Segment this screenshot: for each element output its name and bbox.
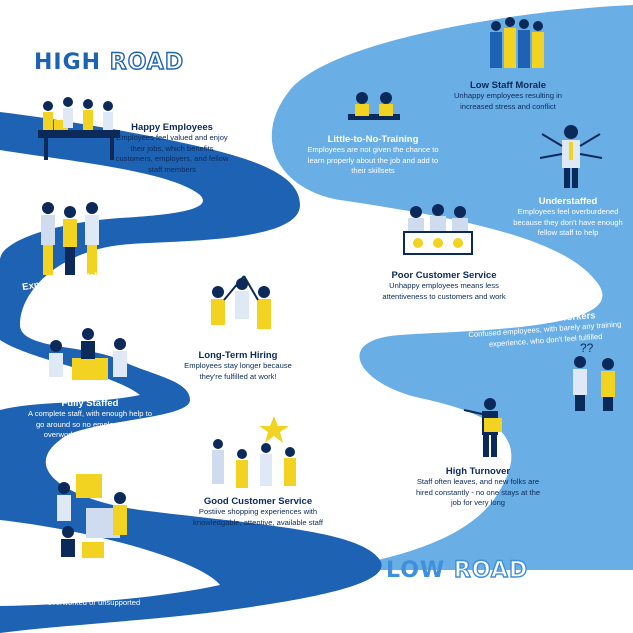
low-road-path [271,5,633,570]
high-road-curve-1 [0,150,203,260]
education-training-title: Strong Education and Training [24,566,164,577]
high-road-curve-4 [150,420,352,519]
fully-staffed-title: Fully Staffed [61,398,119,409]
fully-staffed-illustration [49,328,127,380]
low-morale-title: Low Staff Morale [469,80,546,91]
high-turnover-illustration [463,398,502,457]
little-training-body: Employees are not given the chance to le… [307,145,439,175]
svg-text:??: ?? [580,341,594,355]
long-term-hiring-body: Employees stay longer because they're fu… [184,361,292,381]
low-morale-block: Low Staff Morale Unhappy employees resul… [450,80,566,112]
high-road-curve-2 [100,259,332,380]
education-training-body: A complete staff, with enough help to go… [32,577,156,607]
low-road-title: LOW ROAD [386,557,529,583]
long-term-hiring-title: Long-Term Hiring [198,350,278,361]
good-service-block: Good Customer Service Postiive shopping … [192,496,324,528]
happy-employees-illustration [38,97,120,160]
happy-employees-body: Employees feel valued and enjoy their jo… [115,133,229,174]
high-road-curve-5 [0,520,220,606]
high-road-title-2: ROAD [109,49,185,75]
poor-service-body: Unhappy employees means less attentivene… [382,281,506,301]
happy-employees-block: Happy Employees Employees feel valued an… [114,122,230,175]
poor-service-title: Poor Customer Service [391,270,497,281]
education-training-illustration [57,474,127,558]
poor-service-illustration [403,204,473,255]
low-morale-body: Unhappy employees resulting in increased… [453,91,563,111]
long-term-hiring-illustration [211,275,271,329]
fully-staffed-block: Fully Staffed A complete staff, with eno… [28,398,152,441]
long-term-hiring-block: Long-Term Hiring Employees stay longer b… [178,350,298,382]
high-road-title: HIGH ROAD [34,49,185,75]
understaffed-title: Understaffed [538,196,598,207]
good-service-illustration [212,416,296,488]
veteran-workers-illustration [41,202,99,275]
high-road-curve-3 [0,340,140,410]
little-training-title: Little-to-No-Training [327,134,419,145]
little-training-illustration [348,92,400,120]
understaffed-illustration [539,125,603,188]
happy-employees-title: Happy Employees [131,122,213,133]
poor-service-block: Poor Customer Service Unhappy employees … [380,270,508,302]
high-turnover-title: High Turnover [445,466,511,477]
good-service-body: Postiive shopping experiences with knowl… [193,507,323,527]
low-morale-illustration [490,17,544,68]
low-road-title-2: ROAD [453,557,529,583]
high-turnover-block: High Turnover Staff often leaves, and ne… [414,466,542,509]
education-training-block: Strong Education and Training A complete… [14,566,174,609]
understaffed-body: Employees feel overburdened because they… [513,207,623,237]
good-service-title: Good Customer Service [203,496,313,507]
high-road-title-1: HIGH [34,50,102,75]
high-turnover-body: Staff often leaves, and new folks are hi… [415,477,541,507]
understaffed-block: Understaffed Employees feel overburdened… [508,196,628,239]
low-road-title-1: LOW [386,558,446,583]
little-training-block: Little-to-No-Training Employees are not … [304,134,442,177]
inexperienced-illustration: ?? [573,341,615,411]
fully-staffed-body: A complete staff, with enough help to go… [28,409,152,439]
